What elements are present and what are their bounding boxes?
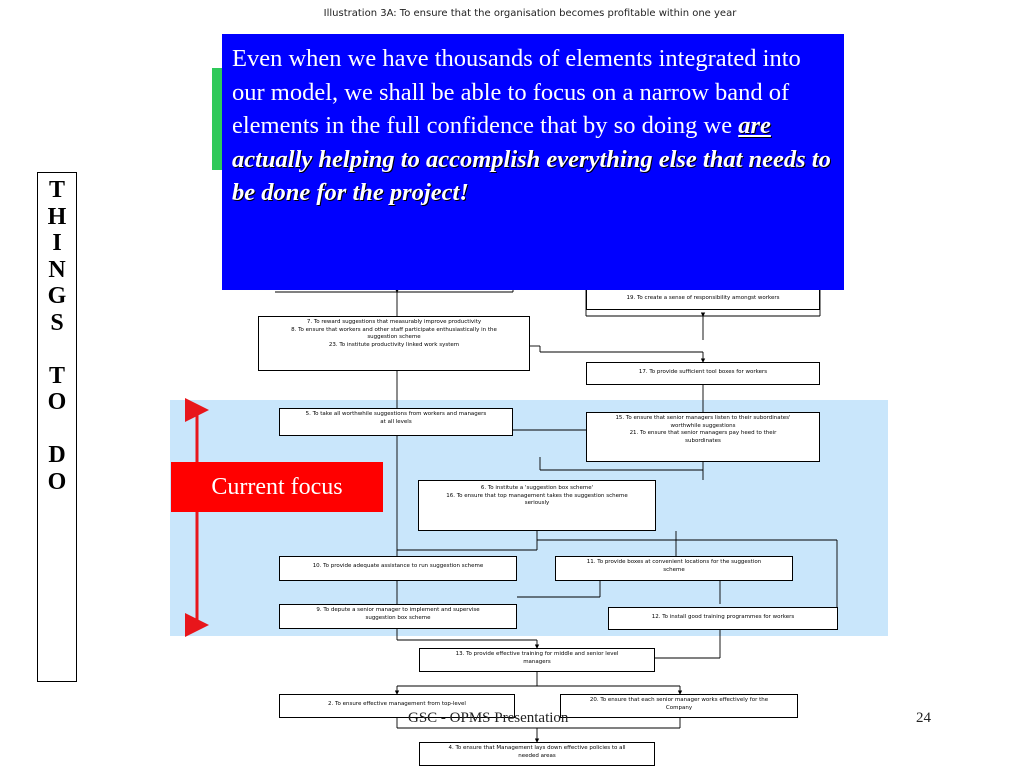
things-to-do-label: T H I N G S T O D O bbox=[37, 172, 77, 682]
node-effective-management: 2. To ensure effective management from t… bbox=[279, 694, 515, 718]
node-senior-managers-listen: 15. To ensure that senior managers liste… bbox=[586, 412, 820, 462]
node-senior-manager-works: 20. To ensure that each senior manager w… bbox=[560, 694, 798, 718]
callout-emphasis-are: are bbox=[738, 112, 771, 139]
node-training-workers: 12. To install good training programmes … bbox=[608, 607, 838, 630]
footer-title: GSC - OPMS Presentation bbox=[408, 710, 569, 726]
node-training-managers: 13. To provide effective training for mi… bbox=[419, 648, 655, 672]
node-depute-senior-manager: 9. To depute a senior manager to impleme… bbox=[279, 604, 517, 629]
node-effective-policies: 4. To ensure that Management lays down e… bbox=[419, 742, 655, 766]
current-focus-label: Current focus bbox=[171, 462, 383, 512]
node-suggestion-box-scheme: 6. To institute a 'suggestion box scheme… bbox=[418, 480, 656, 531]
callout-text: Even when we have thousands of elements … bbox=[232, 45, 801, 139]
node-sense-of-responsibility: 19. To create a sense of responsibility … bbox=[586, 288, 820, 310]
focus-callout: Even when we have thousands of elements … bbox=[222, 34, 844, 290]
callout-emphasis: actually helping to accomplish everythin… bbox=[232, 145, 831, 207]
node-boxes-locations: 11. To provide boxes at convenient locat… bbox=[555, 556, 793, 581]
node-take-suggestions: 5. To take all worthwhile suggestions fr… bbox=[279, 408, 513, 436]
page-number: 24 bbox=[916, 710, 931, 726]
node-tool-boxes: 17. To provide sufficient tool boxes for… bbox=[586, 362, 820, 385]
node-reward-suggestions: 7. To reward suggestions that measurably… bbox=[258, 316, 530, 371]
illustration-title: Illustration 3A: To ensure that the orga… bbox=[323, 8, 737, 19]
node-adequate-assistance: 10. To provide adequate assistance to ru… bbox=[279, 556, 517, 581]
